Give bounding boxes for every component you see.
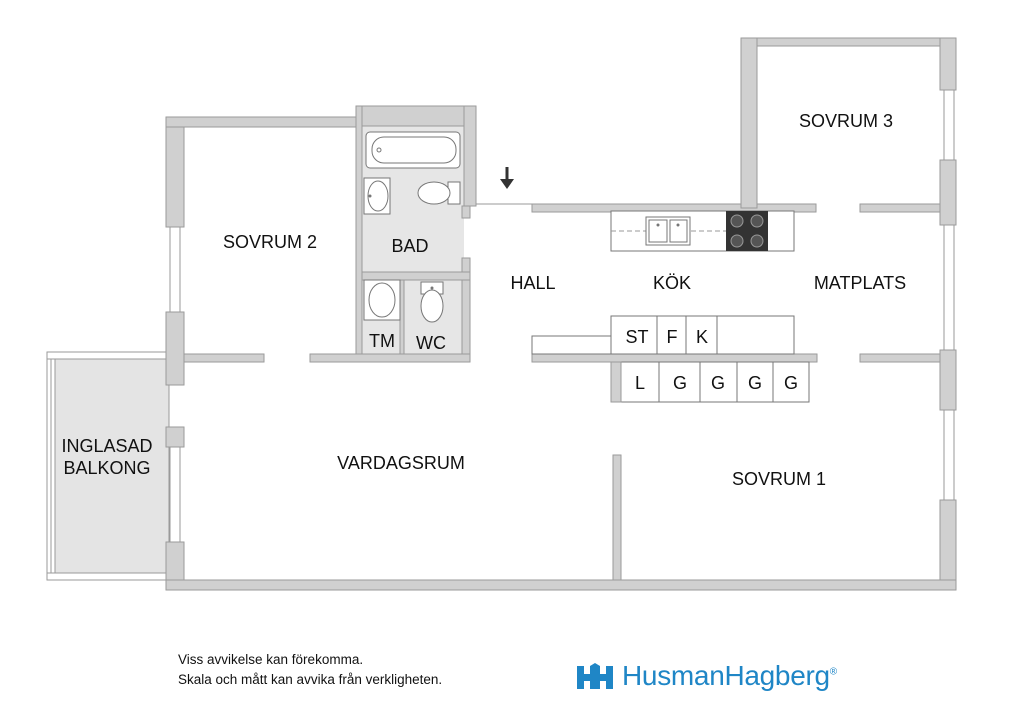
room-label-balkong-line2: BALKONG: [63, 458, 150, 478]
sink-icon: [363, 177, 391, 215]
brand-name: HusmanHagberg®: [622, 660, 837, 692]
windows: [169, 89, 955, 543]
balcony: [46, 351, 170, 581]
room-label-balkong-line1: INGLASAD: [61, 436, 152, 456]
brand-logo: HusmanHagberg®: [576, 656, 837, 696]
disclaimer-line-2: Skala och mått kan avvika från verklighe…: [178, 672, 443, 687]
room-label-sovrum1: SOVRUM 1: [732, 469, 826, 489]
brand-name-text: HusmanHagberg: [622, 660, 830, 691]
kitchen-counter: [610, 210, 795, 252]
stove-icon: [726, 211, 768, 251]
room-label-sovrum3: SOVRUM 3: [799, 111, 893, 131]
room-label-matplats: MATPLATS: [814, 273, 906, 293]
entrance-arrow-icon: [500, 167, 514, 189]
husmanhagberg-logo-icon: [577, 663, 613, 689]
washing-machine-icon: [363, 279, 401, 321]
appliance-label-k: K: [696, 327, 708, 347]
appliance-label-f: F: [667, 327, 678, 347]
wardrobe-label: L: [635, 373, 645, 393]
appliance-label-st: ST: [625, 327, 648, 347]
wardrobe-row: [610, 361, 810, 403]
wardrobe-label: G: [711, 373, 725, 393]
wardrobe-label: G: [784, 373, 798, 393]
wardrobe-label: G: [673, 373, 687, 393]
room-label-wc: WC: [416, 333, 446, 353]
wardrobe-label: G: [748, 373, 762, 393]
brand-registered-mark: ®: [829, 666, 837, 678]
room-label-kok: KÖK: [653, 273, 691, 293]
disclaimer: Viss avvikelse kan förekomma. Skala och …: [178, 650, 442, 690]
room-label-bad: BAD: [391, 236, 428, 256]
appliance-row: [531, 315, 795, 355]
room-label-tm: TM: [369, 331, 395, 351]
bathtub-icon: [365, 131, 461, 169]
walls: [165, 37, 957, 591]
room-label-hall: HALL: [510, 273, 555, 293]
disclaimer-line-1: Viss avvikelse kan förekomma.: [178, 652, 364, 667]
wc-toilet-icon: [420, 281, 444, 323]
kitchen-sink-icon: [645, 216, 691, 246]
toilet-icon: [417, 181, 461, 205]
room-label-sovrum2: SOVRUM 2: [223, 232, 317, 252]
room-label-vardagsrum: VARDAGSRUM: [337, 453, 465, 473]
